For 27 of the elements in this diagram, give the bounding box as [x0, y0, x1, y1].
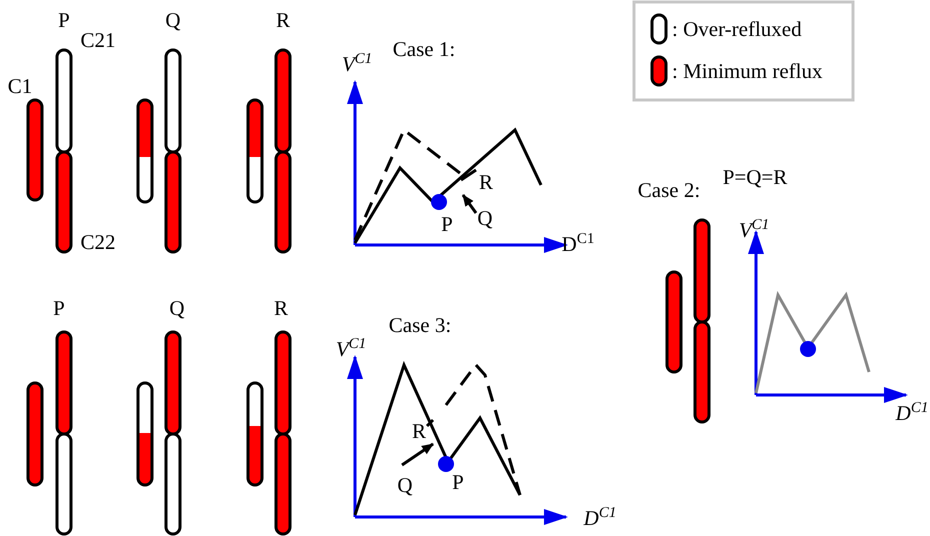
axis-label: D$^{C1}$: [896, 401, 928, 425]
axis-label: D$^{C1}$: [584, 506, 616, 530]
column-label: R: [274, 296, 288, 320]
column-label: R: [276, 8, 290, 32]
column-label: P: [53, 296, 65, 320]
point-label: P: [452, 470, 464, 494]
case-label: Case 1:: [392, 37, 456, 61]
point-label: Q: [477, 206, 493, 230]
column-label: P: [58, 8, 70, 32]
case-label: Case 2:: [638, 178, 700, 202]
case-label: Case 3:: [388, 313, 452, 337]
column-label: Q: [165, 8, 181, 32]
point-label: R: [479, 170, 493, 194]
axis-label: V$^{C1}$: [738, 218, 770, 242]
legend-text: : Minimum reflux: [672, 59, 822, 83]
column-label: C22: [80, 230, 116, 254]
axis-label: V$^{C1}$: [336, 337, 366, 361]
column-label: C21: [80, 28, 116, 52]
axis-label: V$^{C1}$: [342, 52, 372, 76]
axis-label: D$^{C1}$: [562, 232, 594, 256]
point-label: Q: [397, 473, 413, 497]
case-label: P=Q=R: [722, 165, 788, 189]
point-label: R: [412, 419, 426, 443]
column-label: C1: [8, 74, 32, 98]
legend-text: : Over-refluxed: [672, 17, 802, 41]
point-label: P: [441, 212, 453, 236]
column-label: Q: [169, 296, 185, 320]
